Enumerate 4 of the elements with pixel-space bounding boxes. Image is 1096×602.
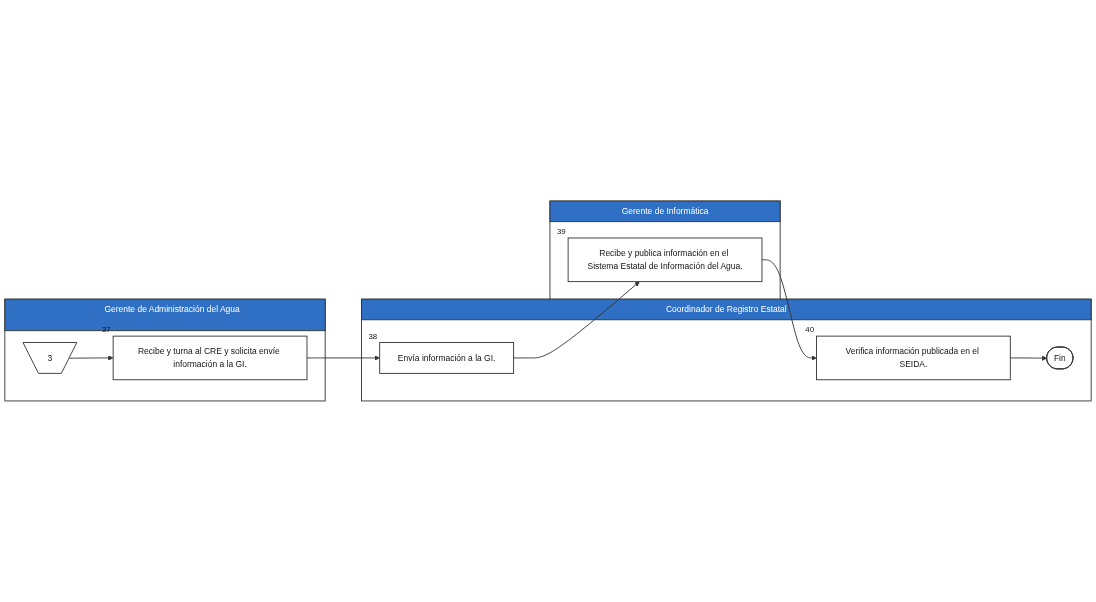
node-box: Verifica información publicada en el SEIDA. [816, 335, 1011, 381]
node-box: Recibe y turna al CRE y solicita envíe información a la GI. [112, 335, 308, 381]
node-box: Envía información a la GI. [379, 342, 515, 374]
node-box: Recibe y publica información en el Sistema Estatal de Información del Agua. [567, 237, 763, 283]
